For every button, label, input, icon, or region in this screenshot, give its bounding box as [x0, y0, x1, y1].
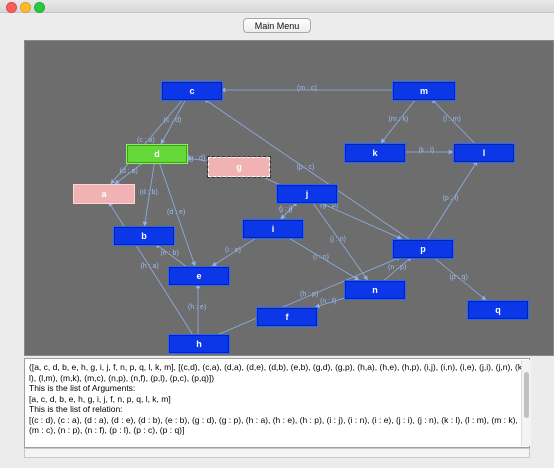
- zoom-window-button[interactable]: [34, 2, 45, 13]
- graph-node-b[interactable]: b: [113, 226, 175, 246]
- output-arguments-list: [a, c, d, b, e, h, g, i, j, f, n, p, q, …: [29, 393, 171, 404]
- window-titlebar: [0, 0, 554, 13]
- main-menu-button[interactable]: Main Menu: [243, 18, 311, 33]
- edge-c-a: [110, 89, 192, 185]
- graph-node-k[interactable]: k: [344, 143, 406, 163]
- edge-p-c: [203, 98, 423, 249]
- edge-label-k-l: (k : l): [418, 147, 435, 154]
- edge-label-e-b: (e : b): [160, 250, 179, 257]
- scrollbar-thumb[interactable]: [524, 372, 529, 418]
- graph-node-h[interactable]: h: [168, 334, 230, 354]
- graph-node-n[interactable]: n: [344, 280, 406, 300]
- edge-label-i-n: (i : n): [313, 253, 329, 261]
- edge-h-p: [197, 256, 402, 344]
- graph-node-f[interactable]: f: [256, 307, 318, 327]
- graph-node-e[interactable]: e: [168, 266, 230, 286]
- edge-label-g-p: (g : p): [320, 202, 339, 209]
- graph-canvas[interactable]: (c : d) (c : a) (d : a) (d : e) (d : b) (e : …: [24, 40, 554, 356]
- edge-label-p-c: (p : c): [296, 164, 315, 171]
- graph-node-m[interactable]: m: [392, 81, 456, 101]
- edge-label-d-b: (d : b): [139, 189, 158, 196]
- edge-label-j-i: (j : i): [279, 205, 293, 213]
- edge-label-c-d: (c : d): [163, 116, 182, 124]
- edge-label-i-j: (i : j): [279, 205, 293, 213]
- edge-label-p-q: (p : q): [449, 273, 468, 281]
- graph-node-a[interactable]: a: [73, 184, 135, 204]
- graph-node-c[interactable]: c: [161, 81, 223, 101]
- graph-node-i[interactable]: i: [242, 219, 304, 239]
- output-arguments-heading: This is the list of Arguments:: [29, 383, 136, 393]
- output-vertical-scrollbar[interactable]: [521, 360, 531, 446]
- edge-label-n-p: (n : p): [388, 263, 407, 271]
- edge-p-l: [421, 160, 478, 249]
- graph-node-l[interactable]: l: [453, 143, 515, 163]
- edge-label-p-l: (p : l): [442, 195, 459, 202]
- window-bottom: [0, 458, 554, 468]
- graph-node-p[interactable]: p: [392, 239, 454, 259]
- edge-h-a: [108, 201, 199, 344]
- edge-label-j-n: (j : n): [330, 236, 346, 243]
- edge-label-m-k: (m : k): [388, 116, 409, 123]
- edge-label-h-e: (h : e): [188, 304, 207, 311]
- edge-label-l-m: (l : m): [443, 116, 461, 123]
- output-text-area[interactable]: ([a, c, d, b, e, h, g, i, j, f, n, p, q,…: [24, 358, 530, 448]
- close-window-button[interactable]: [6, 2, 17, 13]
- output-relations-list: [(c : d), (c : a), (d : a), (d : e), (d …: [29, 414, 518, 436]
- graph-node-q[interactable]: q: [467, 300, 529, 320]
- minimize-window-button[interactable]: [20, 2, 31, 13]
- output-relations-heading: This is the list of relation:: [29, 404, 123, 414]
- edge-label-i-e: (i : e): [225, 246, 241, 254]
- graph-node-g[interactable]: g: [207, 156, 271, 178]
- edge-label-d-a: (d : a): [119, 168, 138, 175]
- edge-label-h-a: (h : a): [140, 263, 159, 270]
- edge-label-d-e: (d : e): [167, 209, 186, 216]
- edge-d-b: [142, 152, 157, 227]
- edge-j-n: [305, 192, 368, 281]
- output-horizontal-scrollbar[interactable]: [24, 448, 530, 458]
- edge-label-m-c: (m : c): [297, 85, 317, 92]
- graph-node-d[interactable]: d: [126, 144, 188, 164]
- output-graph-tuple: ([a, c, d, b, e, h, g, i, j, f, n, p, q,…: [29, 362, 525, 383]
- edge-label-g-d: (g : d): [187, 154, 206, 162]
- edge-label-c-a: (c : a): [137, 136, 155, 144]
- edge-d-e: [155, 152, 196, 267]
- edge-label-h-p: (h : p): [300, 290, 319, 298]
- edge-label-n-f: (n : f): [320, 297, 337, 305]
- graph-node-j[interactable]: j: [276, 184, 338, 204]
